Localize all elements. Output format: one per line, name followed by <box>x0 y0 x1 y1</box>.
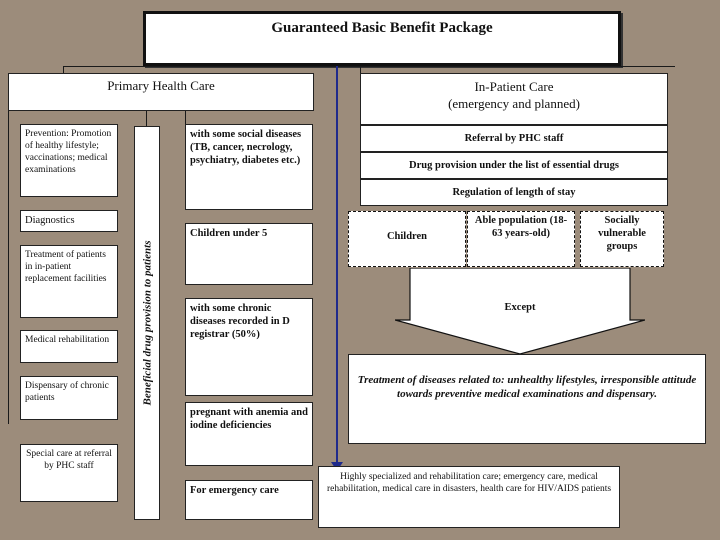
social-diseases-text: with some social diseases (TB, cancer, n… <box>190 129 302 166</box>
exclusions-box: Treatment of diseases related to: unheal… <box>348 354 706 444</box>
vulnerable-groups-box: Socially vulnerable groups <box>580 211 664 267</box>
emergency-care-box: For emergency care <box>185 480 313 520</box>
able-population-text: Able population (18-63 years-old) <box>474 215 568 239</box>
except-arrow <box>395 268 645 354</box>
pregnant-box: pregnant with anemia and iodine deficien… <box>185 402 313 466</box>
emergency-care-text: For emergency care <box>190 485 279 496</box>
connector-to-primary <box>63 66 64 75</box>
diagnostics-box: Diagnostics <box>20 210 118 232</box>
except-label-wrap: Except <box>450 301 590 314</box>
highly-specialized-text: Highly specialized and rehabilitation ca… <box>326 472 612 494</box>
title-box: Guaranteed Basic Benefit Package <box>143 11 621 66</box>
inpatient-header-line1: In-Patient Care <box>474 79 554 94</box>
social-diseases-box: with some social diseases (TB, cancer, n… <box>185 124 313 210</box>
except-arrow-shape <box>395 268 645 354</box>
chronic-diseases-box: with some chronic diseases recorded in D… <box>185 298 313 396</box>
treatment-text: Treatment of patients in in-patient repl… <box>25 250 107 284</box>
primary-header-label: Primary Health Care <box>107 78 215 93</box>
chronic-diseases-text: with some chronic diseases recorded in D… <box>190 303 290 340</box>
exclusions-text: Treatment of diseases related to: unheal… <box>357 374 697 400</box>
diagram-title: Guaranteed Basic Benefit Package <box>271 20 493 36</box>
primary-health-care-header: Primary Health Care <box>8 73 314 111</box>
special-care-text: Special care at referral by PHC staff <box>26 449 112 471</box>
inpatient-care-header: In-Patient Care (emergency and planned) <box>360 73 668 125</box>
connector-title-to-sections <box>63 66 675 67</box>
regulation-box: Regulation of length of stay <box>360 179 668 206</box>
highly-specialized-box: Highly specialized and rehabilitation ca… <box>318 466 620 528</box>
blue-flow-line <box>336 66 338 466</box>
connector-primary-right <box>185 110 186 127</box>
connector-primary-vertical <box>146 110 147 127</box>
able-population-box: Able population (18-63 years-old) <box>467 211 575 267</box>
referral-box: Referral by PHC staff <box>360 125 668 152</box>
prevention-text: Prevention: Promotion of healthy lifesty… <box>25 129 112 175</box>
special-care-box: Special care at referral by PHC staff <box>20 444 118 502</box>
beneficial-drug-provision-label: Beneficial drug provision to patients <box>141 240 154 406</box>
dispensary-box: Dispensary of chronic patients <box>20 376 118 420</box>
regulation-text: Regulation of length of stay <box>452 187 576 198</box>
drug-list-box: Drug provision under the list of essenti… <box>360 152 668 179</box>
rehabilitation-text: Medical rehabilitation <box>25 335 110 345</box>
rehabilitation-box: Medical rehabilitation <box>20 330 118 363</box>
children-under5-text: Children under 5 <box>190 228 268 239</box>
vulnerable-groups-text: Socially vulnerable groups <box>598 215 646 252</box>
connector-primary-left <box>8 110 9 124</box>
treatment-box: Treatment of patients in in-patient repl… <box>20 245 118 318</box>
beneficial-drug-provision-box <box>134 126 160 520</box>
prevention-box: Prevention: Promotion of healthy lifesty… <box>20 124 118 197</box>
diagnostics-text: Diagnostics <box>25 215 75 226</box>
inpatient-header-line2: (emergency and planned) <box>448 96 580 111</box>
except-label: Except <box>504 302 536 313</box>
drug-list-text: Drug provision under the list of essenti… <box>409 160 619 171</box>
children-under5-box: Children under 5 <box>185 223 313 285</box>
connector-to-inpatient <box>360 66 361 75</box>
dispensary-text: Dispensary of chronic patients <box>25 381 109 403</box>
beneficial-drug-provision-label-wrap: Beneficial drug provision to patients <box>134 126 160 520</box>
children-text: Children <box>386 231 428 242</box>
pregnant-text: pregnant with anemia and iodine deficien… <box>190 407 308 431</box>
connector-left-column <box>8 124 9 424</box>
referral-text: Referral by PHC staff <box>464 133 564 144</box>
children-box: Children <box>348 211 466 267</box>
